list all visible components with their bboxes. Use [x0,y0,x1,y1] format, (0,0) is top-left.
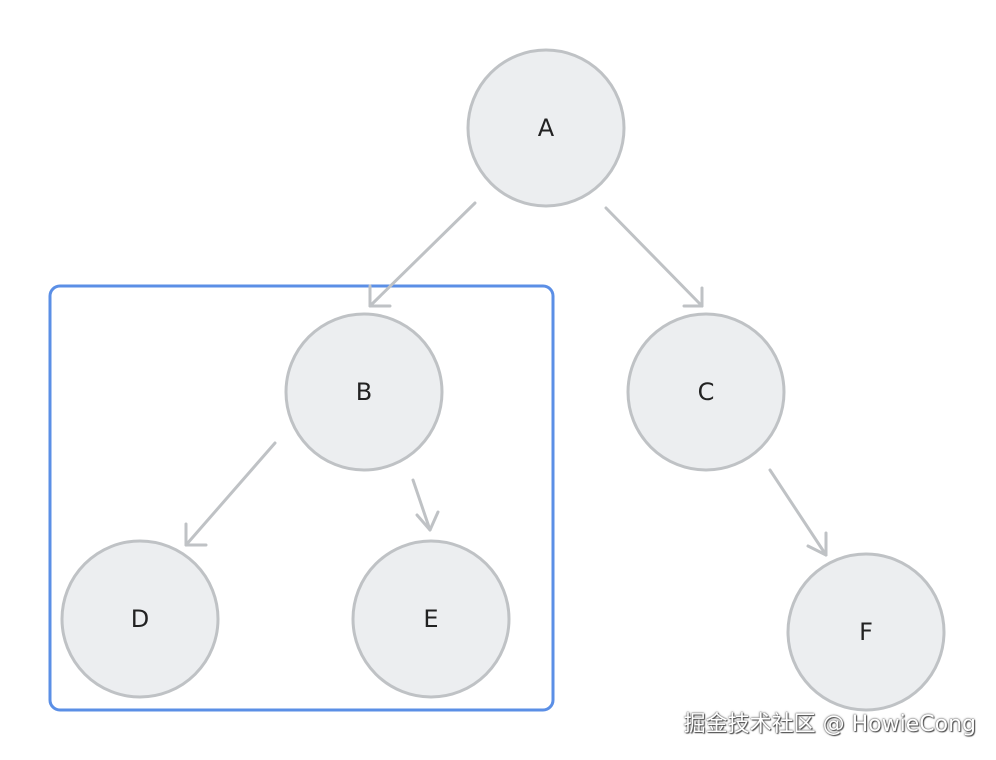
node-d: D [60,539,220,699]
node-b: B [284,312,444,472]
edge-a-b [368,201,477,308]
node-f: F [786,552,946,712]
edge-c-f [768,468,828,557]
node-b-label: B [356,378,372,406]
node-a: A [466,48,626,208]
node-c-label: C [698,378,715,406]
edges [184,201,828,557]
watermark: 掘金技术社区 @ HowieCong [683,712,976,737]
node-e: E [351,539,511,699]
node-f-label: F [859,618,873,646]
edge-b-d [184,441,277,547]
node-e-label: E [423,605,438,633]
node-a-label: A [538,114,555,142]
node-d-label: D [131,605,149,633]
edge-a-c [604,206,704,308]
edge-b-e [411,478,440,532]
subtree-highlight-box [48,284,555,712]
node-c: C [626,312,786,472]
